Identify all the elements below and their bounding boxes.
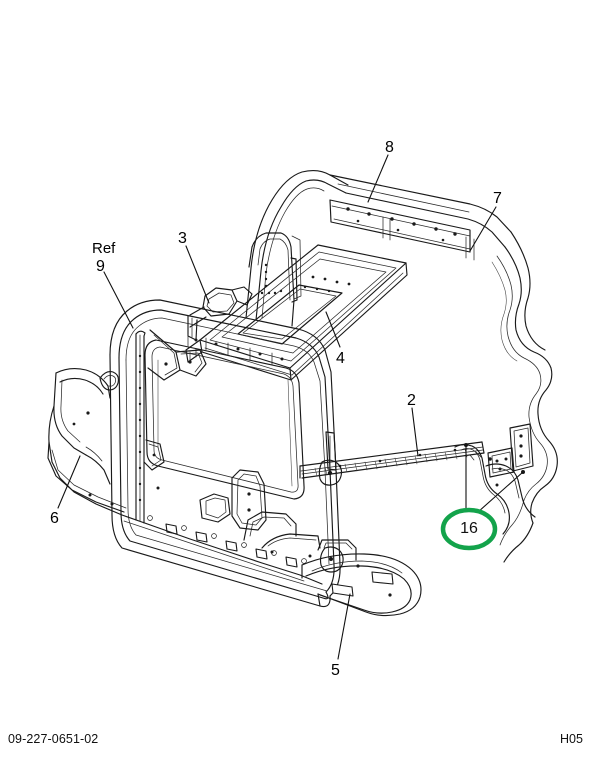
- center-pillar-group: [248, 232, 302, 327]
- leader-7: [469, 206, 497, 252]
- leader-4: [325, 311, 341, 348]
- item2-side-rail-group: [299, 441, 485, 479]
- callout-label-ref: Ref: [92, 240, 116, 257]
- left-vertical-brace-group: [135, 329, 207, 524]
- cowl-panel-group: [487, 231, 558, 563]
- drawing-number: 09-227-0651-02: [8, 732, 99, 746]
- callout-label-4: 4: [336, 350, 345, 367]
- callout-label-6: 6: [50, 510, 59, 527]
- callout-label-2: 2: [407, 392, 416, 409]
- radiator-support-frame-group: [109, 299, 344, 608]
- leader-3: [185, 245, 210, 304]
- callout-label-16: 16: [460, 520, 478, 537]
- upper-rear-panel-group: [245, 169, 512, 321]
- leader-lines: [57, 154, 524, 660]
- lower-right-bracket-group: [454, 443, 536, 535]
- item6-left-support-group: [47, 367, 323, 585]
- center-lower-tower-group: [199, 469, 267, 531]
- leader-16-b: [477, 471, 524, 513]
- leader-8: [367, 154, 389, 203]
- callout-label-7: 7: [493, 190, 502, 207]
- callout-label-9: 9: [96, 258, 105, 275]
- leader-5: [337, 593, 351, 660]
- callout-label-3: 3: [178, 230, 187, 247]
- leader-2: [411, 407, 419, 457]
- leader-6: [57, 455, 81, 509]
- callout-label-5: 5: [331, 662, 340, 679]
- leader-9: [103, 271, 134, 329]
- callout-label-8: 8: [385, 139, 394, 156]
- sheet-code: H05: [560, 732, 583, 746]
- item5-lower-beam-group: [243, 511, 422, 617]
- item4-tray-panel-group: [185, 244, 408, 381]
- highlight-ellipse-16: [440, 507, 498, 551]
